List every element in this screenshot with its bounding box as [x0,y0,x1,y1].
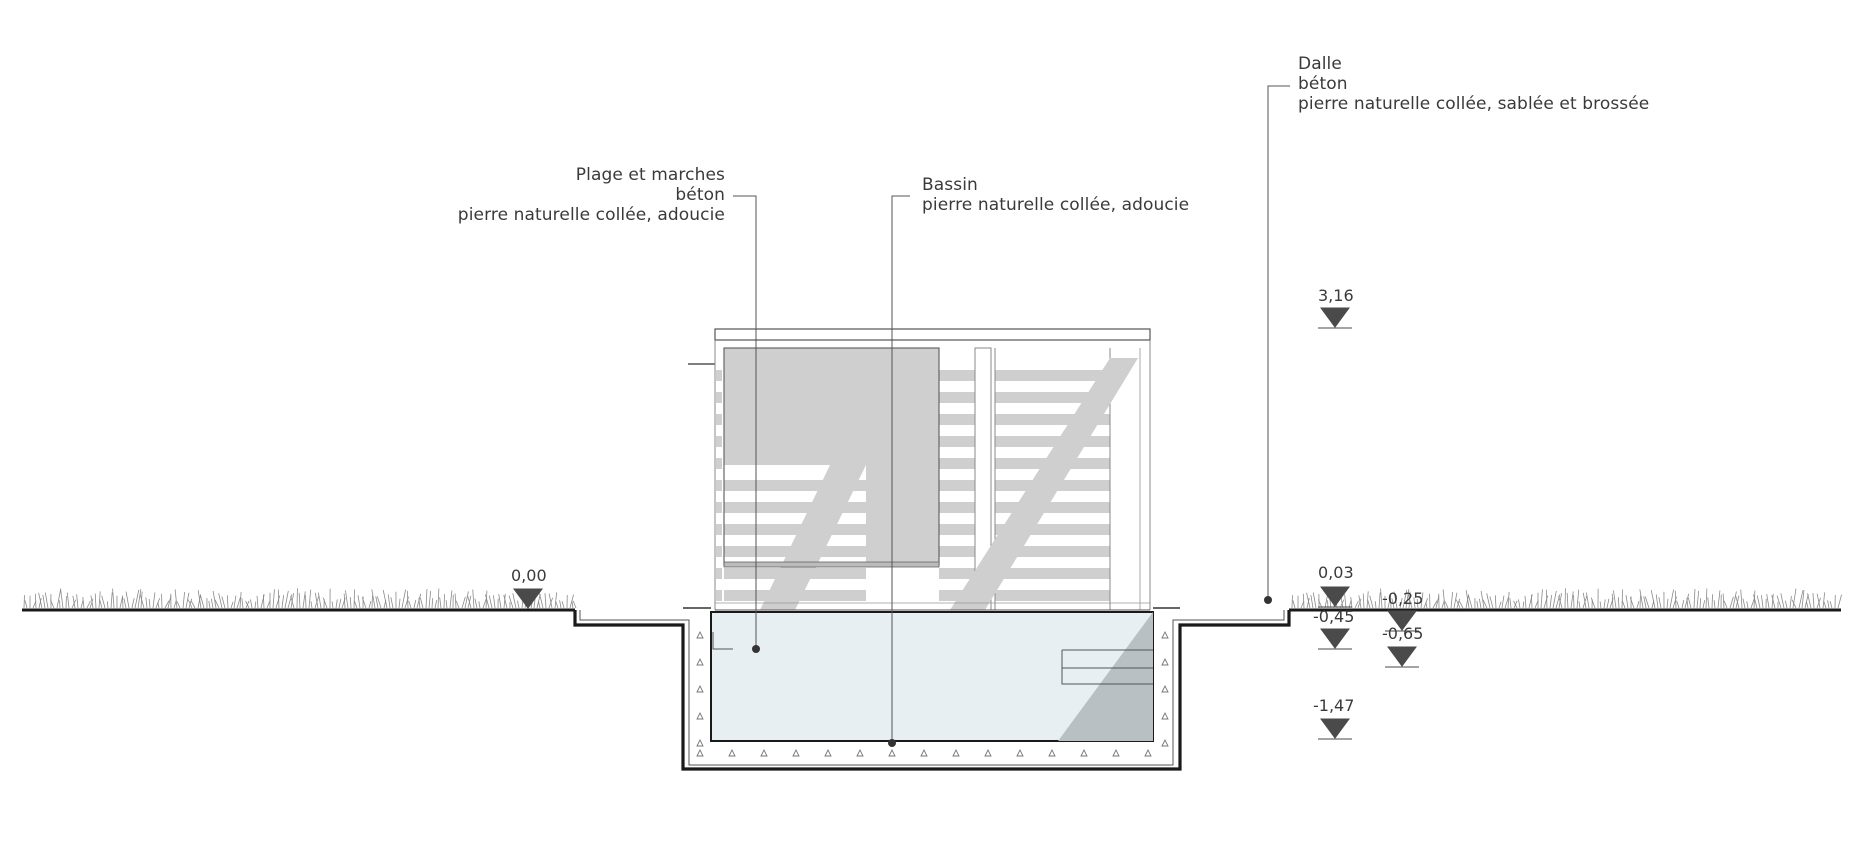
level-marker-ground [513,588,543,609]
annotation-bassin-line1: Bassin [922,175,978,195]
level-marker-step1 [1385,610,1419,632]
annotation-bassin-line2: pierre naturelle collée, adoucie [922,195,1190,215]
level-marker-bottom [1318,718,1352,740]
annotation-dalle-line3: pierre naturelle collée, sablée et bross… [1298,94,1650,114]
annotation-plage-line1: Plage et marches [575,165,725,185]
grass-texture [23,588,1842,609]
level-label-step3: -0,65 [1382,624,1424,643]
annotation-dalle-line2: béton [1298,74,1348,94]
level-marker-roof [1318,307,1352,329]
annotation-plage-line2: béton [675,185,725,205]
level-marker-deck [1318,586,1352,608]
annotation-plage-line3: pierre naturelle collée, adoucie [457,205,725,225]
level-label-step2: -0,45 [1313,607,1355,626]
level-markers [513,307,1419,740]
level-marker-step2 [1318,628,1352,650]
annotation-plage: Plage et marches béton pierre naturelle … [458,165,725,225]
pool-water [710,611,1154,742]
level-label-roof: 3,16 [1318,286,1354,305]
level-label-deck: 0,03 [1318,563,1354,582]
level-marker-step3 [1385,646,1419,668]
pool-shell [573,610,1291,771]
leader-dots [752,596,1272,747]
annotation-dalle: Dalle béton pierre naturelle collée, sab… [1298,54,1649,114]
pavilion [688,328,1151,611]
leader-lines [712,85,1290,741]
concrete-hatch [696,630,1169,757]
annotation-dalle-line1: Dalle [1298,54,1342,74]
level-label-ground: 0,00 [511,566,547,585]
annotation-bassin: Bassin pierre naturelle collée, adoucie [922,175,1189,215]
level-label-step1: -0,25 [1382,589,1424,608]
level-label-bottom: -1,47 [1313,696,1355,715]
